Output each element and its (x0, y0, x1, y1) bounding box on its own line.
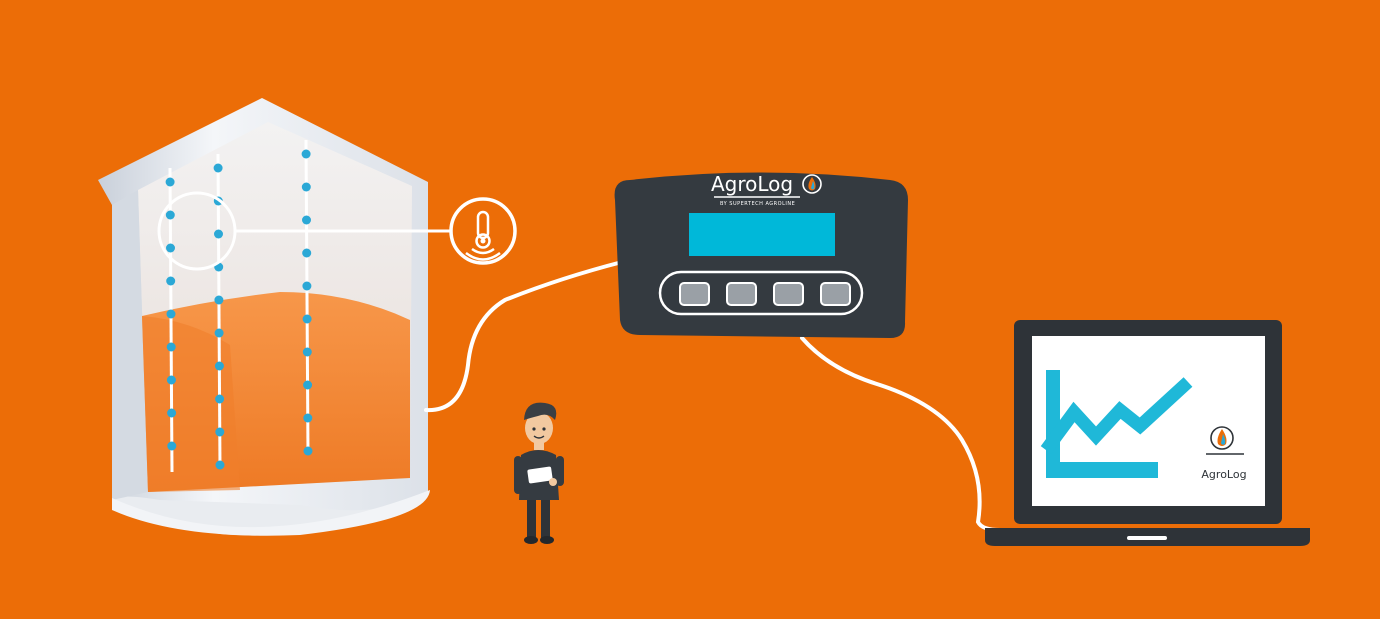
sensor-dot (303, 446, 313, 456)
controller-tagline: BY SUPERTECH AGROLINE (720, 201, 795, 207)
silo-floor-lip (112, 490, 430, 536)
sensor-dot (214, 229, 223, 239)
sensor-dot (165, 210, 175, 220)
sensor-dot (167, 408, 177, 418)
silo-cutaway (98, 98, 430, 536)
sensor-dot (214, 295, 224, 305)
sensor-dot (215, 427, 225, 437)
sensor-dot (166, 276, 176, 286)
cable-controller-to-laptop (800, 336, 1002, 532)
sensor-dot (302, 215, 311, 225)
sensor-callout (157, 191, 517, 271)
laptop-brand: AgroLog (1201, 468, 1246, 481)
sensor-dot (215, 460, 225, 470)
controller-button (773, 282, 804, 306)
sensor-dot (166, 342, 176, 352)
sensor-dot (215, 394, 225, 404)
sensor-dot (213, 163, 223, 173)
controller-brand: AgroLog (711, 172, 793, 196)
flame-drop-icon (1210, 426, 1234, 450)
sensor-dot (303, 380, 313, 390)
laptop-trackpad-slot (1127, 536, 1167, 540)
agrolog-controller: AgroLog BY SUPERTECH AGROLINE (614, 172, 908, 338)
sensor-dot (165, 177, 175, 187)
sensor-dot (302, 347, 312, 357)
sensor-cables (165, 139, 313, 473)
sensor-dot (166, 375, 176, 385)
controller-button-panel (658, 270, 864, 316)
sensor-cable (216, 153, 222, 469)
laptop: AgroLog (985, 320, 1310, 546)
controller-display (689, 213, 835, 256)
sensor-dot (302, 281, 312, 291)
thermometer-wireless-icon (449, 197, 517, 265)
cable-silo-to-controller (424, 260, 624, 413)
sensor-dot (166, 309, 176, 319)
controller-button (679, 282, 710, 306)
sensor-dot (214, 361, 224, 371)
controller-button (820, 282, 851, 306)
sensor-dot (303, 413, 313, 423)
sensor-dot (301, 149, 311, 159)
sensor-dot (214, 328, 224, 338)
sensor-dot (301, 182, 311, 192)
sensor-dot (167, 441, 177, 451)
flame-drop-icon (802, 174, 822, 194)
controller-buttons (679, 282, 851, 306)
sensor-dot (166, 243, 175, 253)
silo-wall-edge (112, 190, 148, 500)
person-with-tablet-icon (514, 402, 564, 544)
grain-shade (142, 316, 240, 492)
trend-chart-icon (1040, 370, 1193, 478)
controller-button (726, 282, 757, 306)
sensor-dot (302, 248, 312, 258)
sensor-dot (302, 314, 312, 324)
sensor-cable (304, 139, 310, 456)
